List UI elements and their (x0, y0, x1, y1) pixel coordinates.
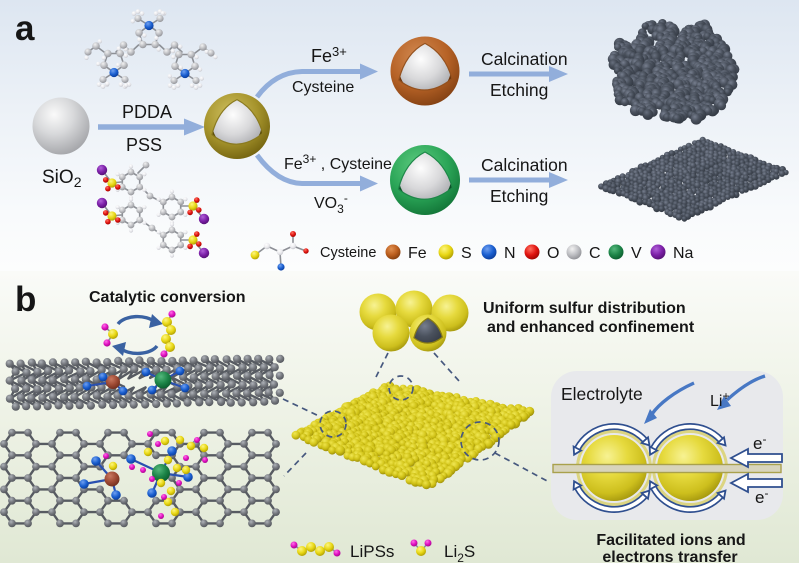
svg-text:Etching: Etching (490, 186, 548, 206)
svg-text:a: a (15, 9, 35, 48)
svg-text:O: O (547, 245, 559, 262)
svg-text:Facilitated ions and: Facilitated ions and (596, 532, 745, 549)
svg-text:electrons transfer: electrons transfer (602, 549, 737, 563)
svg-text:Fe3+ , Cysteine: Fe3+ , Cysteine (284, 152, 392, 173)
svg-text:Li2S: Li2S (444, 542, 475, 563)
svg-text:Catalytic conversion: Catalytic conversion (89, 289, 246, 306)
svg-text:Na: Na (673, 245, 694, 262)
svg-text:Calcination: Calcination (481, 49, 568, 69)
svg-text:Fe: Fe (408, 245, 427, 262)
svg-text:LiPSs: LiPSs (350, 542, 394, 561)
svg-text:C: C (589, 245, 601, 262)
svg-text:Etching: Etching (490, 80, 548, 100)
svg-text:N: N (504, 245, 516, 262)
svg-text:V: V (631, 245, 642, 262)
svg-text:Calcination: Calcination (481, 155, 568, 175)
svg-text:b: b (15, 280, 36, 319)
svg-text:PSS: PSS (126, 135, 162, 155)
svg-text:PDDA: PDDA (122, 102, 172, 122)
svg-text:SiO2: SiO2 (42, 167, 82, 190)
svg-text:S: S (461, 245, 472, 262)
svg-text:Electrolyte: Electrolyte (561, 384, 643, 404)
svg-text:Cysteine: Cysteine (320, 245, 376, 261)
svg-text:Cysteine: Cysteine (292, 79, 354, 96)
svg-text:Uniform sulfur distribution: Uniform sulfur distribution (483, 300, 686, 317)
svg-text:and enhanced confinement: and enhanced confinement (487, 319, 695, 336)
